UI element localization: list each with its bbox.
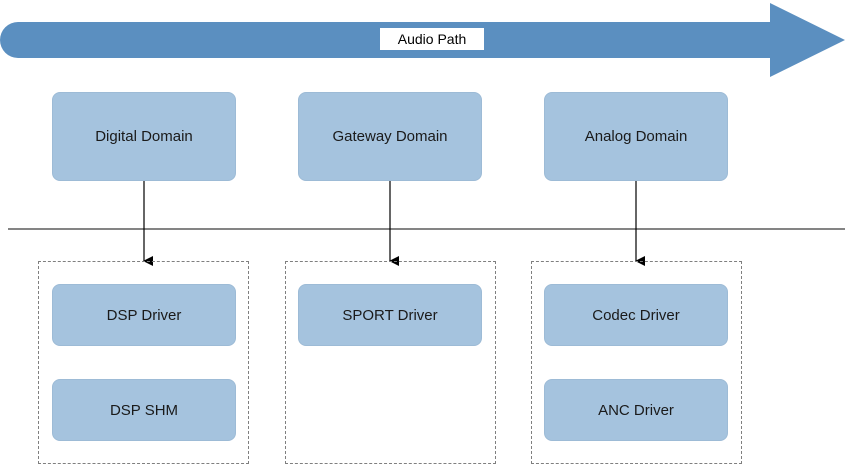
audio-path-label: Audio Path xyxy=(380,28,484,50)
analog-domain-box: Analog Domain xyxy=(544,92,728,181)
gateway-driver-group xyxy=(285,261,496,464)
anc-driver-box: ANC Driver xyxy=(544,379,728,441)
digital-domain-box: Digital Domain xyxy=(52,92,236,181)
gateway-domain-box: Gateway Domain xyxy=(298,92,482,181)
dsp-shm-box: DSP SHM xyxy=(52,379,236,441)
dsp-driver-box: DSP Driver xyxy=(52,284,236,346)
codec-driver-box: Codec Driver xyxy=(544,284,728,346)
analog-driver-group xyxy=(531,261,742,464)
sport-driver-box: SPORT Driver xyxy=(298,284,482,346)
digital-driver-group xyxy=(38,261,249,464)
